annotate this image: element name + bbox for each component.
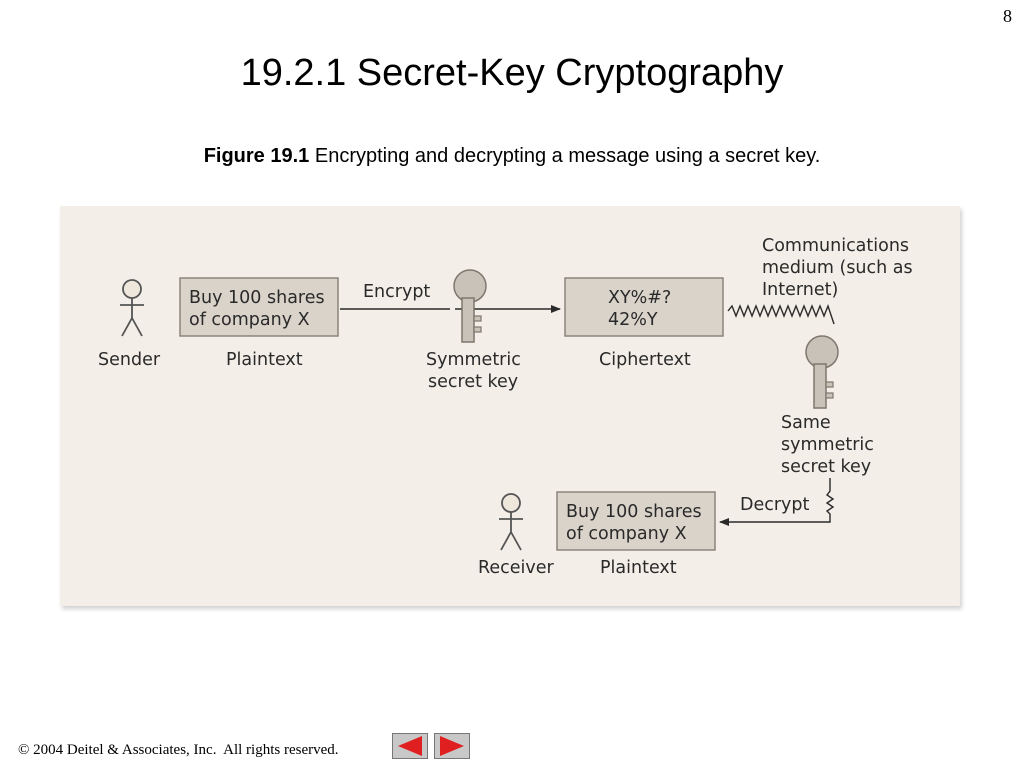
receiver-figure-icon	[499, 493, 523, 551]
sender-figure-icon	[120, 279, 144, 337]
figure-caption-text: Encrypting and decrypting a message usin…	[309, 145, 821, 167]
figure-caption: Figure 19.1 Encrypting and decrypting a …	[0, 145, 1024, 168]
encrypt-label: Encrypt	[363, 282, 430, 302]
encryption-diagram: Sender Buy 100 shares of company X Plain…	[60, 206, 960, 606]
sender-label: Sender	[98, 350, 161, 370]
received-plaintext-box	[556, 491, 716, 551]
plaintext-line-1: Buy 100 shares	[189, 288, 325, 308]
receiver-label: Receiver	[478, 558, 555, 578]
page-number: 8	[1003, 6, 1012, 26]
plaintext-box	[179, 277, 339, 337]
decrypt-medium-wave	[820, 478, 835, 523]
ciphertext-line-2: 42%Y	[608, 310, 658, 330]
symmetric-key-line-1: Symmetric	[426, 350, 521, 370]
same-key-line-1: Same	[781, 413, 831, 433]
medium-line-1: Communications	[762, 236, 909, 256]
received-plaintext-label: Plaintext	[600, 558, 677, 578]
received-plaintext-line-2: of company X	[566, 524, 687, 544]
ciphertext-label: Ciphertext	[599, 350, 691, 370]
encryption-diagram-svg: Sender Buy 100 shares of company X Plain…	[98, 236, 913, 578]
plaintext-line-2: of company X	[189, 310, 310, 330]
ciphertext-line-1: XY%#?	[608, 288, 671, 308]
figure-label: Figure 19.1	[203, 145, 310, 167]
same-key-line-3: secret key	[781, 457, 871, 477]
medium-line-3: Internet)	[762, 280, 838, 300]
same-key-line-2: symmetric	[781, 435, 874, 455]
right-arrow-icon	[440, 736, 464, 756]
copyright-footer: © 2004 Deitel & Associates, Inc. All rig…	[18, 742, 339, 758]
communications-medium-wave	[727, 303, 835, 325]
secret-key-icon	[453, 269, 487, 343]
ciphertext-box	[564, 277, 724, 337]
previous-slide-button[interactable]	[392, 733, 428, 759]
decrypt-label: Decrypt	[740, 495, 810, 515]
symmetric-key-line-2: secret key	[428, 372, 518, 392]
slide-title: 19.2.1 Secret-Key Cryptography	[240, 52, 784, 94]
plaintext-label: Plaintext	[226, 350, 303, 370]
received-plaintext-line-1: Buy 100 shares	[566, 502, 702, 522]
next-slide-button[interactable]	[434, 733, 470, 759]
left-arrow-icon	[398, 736, 422, 756]
medium-line-2: medium (such as	[762, 258, 913, 278]
same-secret-key-icon	[805, 335, 839, 409]
